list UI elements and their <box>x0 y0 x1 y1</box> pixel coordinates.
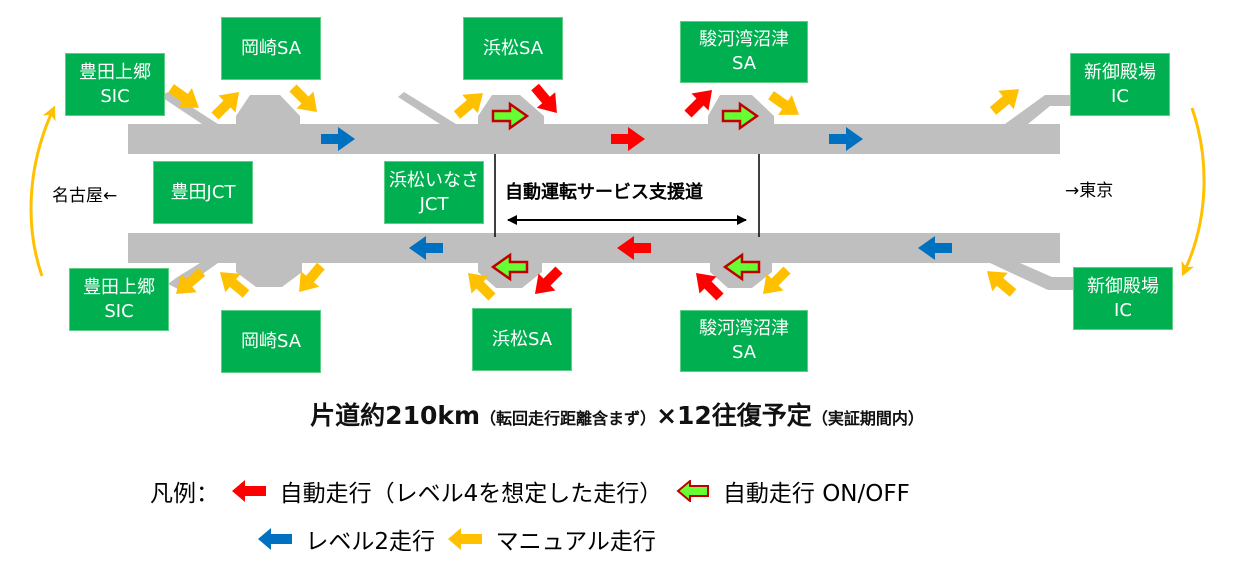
arrow-lower-level2-1-icon <box>409 236 443 260</box>
legend-yellow-arrow-icon <box>448 528 483 550</box>
summary-distance: 片道約210km <box>310 401 481 430</box>
arrow-lower-enter-hamamatsu-icon <box>467 272 496 301</box>
legend-label-manual: マニュアル走行 <box>495 529 656 555</box>
arrow-lower-auto-1-icon <box>617 236 651 260</box>
arrow-upper-onoff-hamamatsu-icon <box>491 101 530 131</box>
legend-blue-arrow-icon <box>258 528 292 550</box>
arrow-upper-enter-hamamatsu-icon <box>531 83 557 114</box>
uturn-arrow-nagoya <box>29 105 56 277</box>
box-lower-toyota-kamigo-sic: 豊田上郷 SIC <box>69 268 169 331</box>
legend-label-level2: レベル2走行 <box>305 529 435 555</box>
box-upper-shin-gotemba-ic: 新御殿場 IC <box>1070 53 1170 116</box>
arrow-lower-exit-surugawan-icon <box>762 266 791 295</box>
upper-sa-okazaki <box>236 95 300 124</box>
arrow-upper-level2-1-icon <box>321 127 355 151</box>
arrow-lower-exit-hamamatsu-icon <box>534 266 563 295</box>
arrow-upper-onoff-surugawan-icon <box>721 101 760 131</box>
arrow-lower-enter-surugawan-icon <box>695 272 724 301</box>
legend-green-outline-arrow-icon <box>676 478 710 504</box>
lower-ramp-shin-gotemba <box>990 263 1076 290</box>
arrow-lower-level2-2-icon <box>918 236 952 260</box>
box-upper-surugawan-numazu-sa: 駿河湾沼津 SA <box>680 21 808 83</box>
arrow-lower-exit-toyota-kamigo-icon <box>175 268 206 294</box>
legend-label-auto-onoff: 自動走行 ON/OFF <box>722 481 910 507</box>
upper-ramp-shin-gotemba <box>1005 95 1073 124</box>
arrow-upper-auto-1-icon <box>611 127 645 151</box>
box-lower-okazaki-sa: 岡崎SA <box>221 310 321 373</box>
summary-round-trips: ×12往復予定 <box>656 401 812 430</box>
box-lower-surugawan-numazu-sa: 駿河湾沼津 SA <box>680 310 808 372</box>
legend-row-1: 凡例： 自動走行（レベル4を想定した走行） 自動走行 ON/OFF <box>150 474 910 508</box>
arrow-upper-enter-surugawan-icon <box>768 91 799 115</box>
arrow-upper-exit-hamamatsu-icon <box>453 93 484 119</box>
box-upper-hamamatsu-sa: 浜松SA <box>463 17 563 80</box>
trip-summary: 片道約210km（転回走行距離含まず）×12往復予定（実証期間内） <box>0 396 1234 432</box>
box-toyota-jct: 豊田JCT <box>153 161 253 224</box>
legend-title: 凡例： <box>150 481 219 507</box>
arrow-lower-onoff-surugawan-icon <box>722 252 761 282</box>
support-road-bracket <box>494 154 760 237</box>
upper-ramp-hamamatsu-inasa <box>398 92 456 124</box>
legend-row-2: レベル2走行 マニュアル走行 <box>252 522 656 556</box>
box-upper-okazaki-sa: 岡崎SA <box>221 17 321 80</box>
arrow-lower-enter-shin-gotemba-icon <box>986 271 1017 297</box>
arrow-lower-exit-okazaki-icon <box>299 262 325 293</box>
legend-red-arrow-icon <box>232 480 267 502</box>
arrow-upper-enter-toyota-kamigo-icon <box>168 84 199 108</box>
box-lower-shin-gotemba-ic: 新御殿場 IC <box>1073 267 1173 330</box>
upper-ramp-toyota-kamigo <box>160 92 218 124</box>
box-upper-toyota-kamigo-sic: 豊田上郷 SIC <box>65 53 165 116</box>
arrow-upper-enter-okazaki-icon <box>289 84 318 113</box>
legend-label-auto-level4: 自動走行（レベル4を想定した走行） <box>279 481 663 507</box>
arrow-upper-exit-okazaki-icon <box>211 91 240 120</box>
summary-note-uturn: （転回走行距離含まず） <box>480 409 657 428</box>
arrow-lower-onoff-hamamatsu-icon <box>490 252 529 282</box>
support-road-label: 自動運転サービス支援道 <box>505 182 703 203</box>
arrow-lower-enter-okazaki-icon <box>219 272 250 298</box>
uturn-arrow-tokyo <box>1181 107 1206 277</box>
arrow-upper-exit-surugawan-icon <box>684 89 713 118</box>
arrow-upper-exit-shin-gotemba-icon <box>989 89 1020 115</box>
lower-sa-okazaki <box>236 263 302 287</box>
direction-tokyo: →東京 <box>1065 181 1114 201</box>
direction-nagoya: 名古屋← <box>52 186 118 206</box>
box-hamamatsu-inasa-jct: 浜松いなさ JCT <box>384 161 484 224</box>
upper-road <box>128 92 1073 154</box>
arrow-upper-level2-2-icon <box>829 127 863 151</box>
summary-note-period: （実証期間内） <box>811 409 924 428</box>
box-lower-hamamatsu-sa: 浜松SA <box>472 308 572 371</box>
